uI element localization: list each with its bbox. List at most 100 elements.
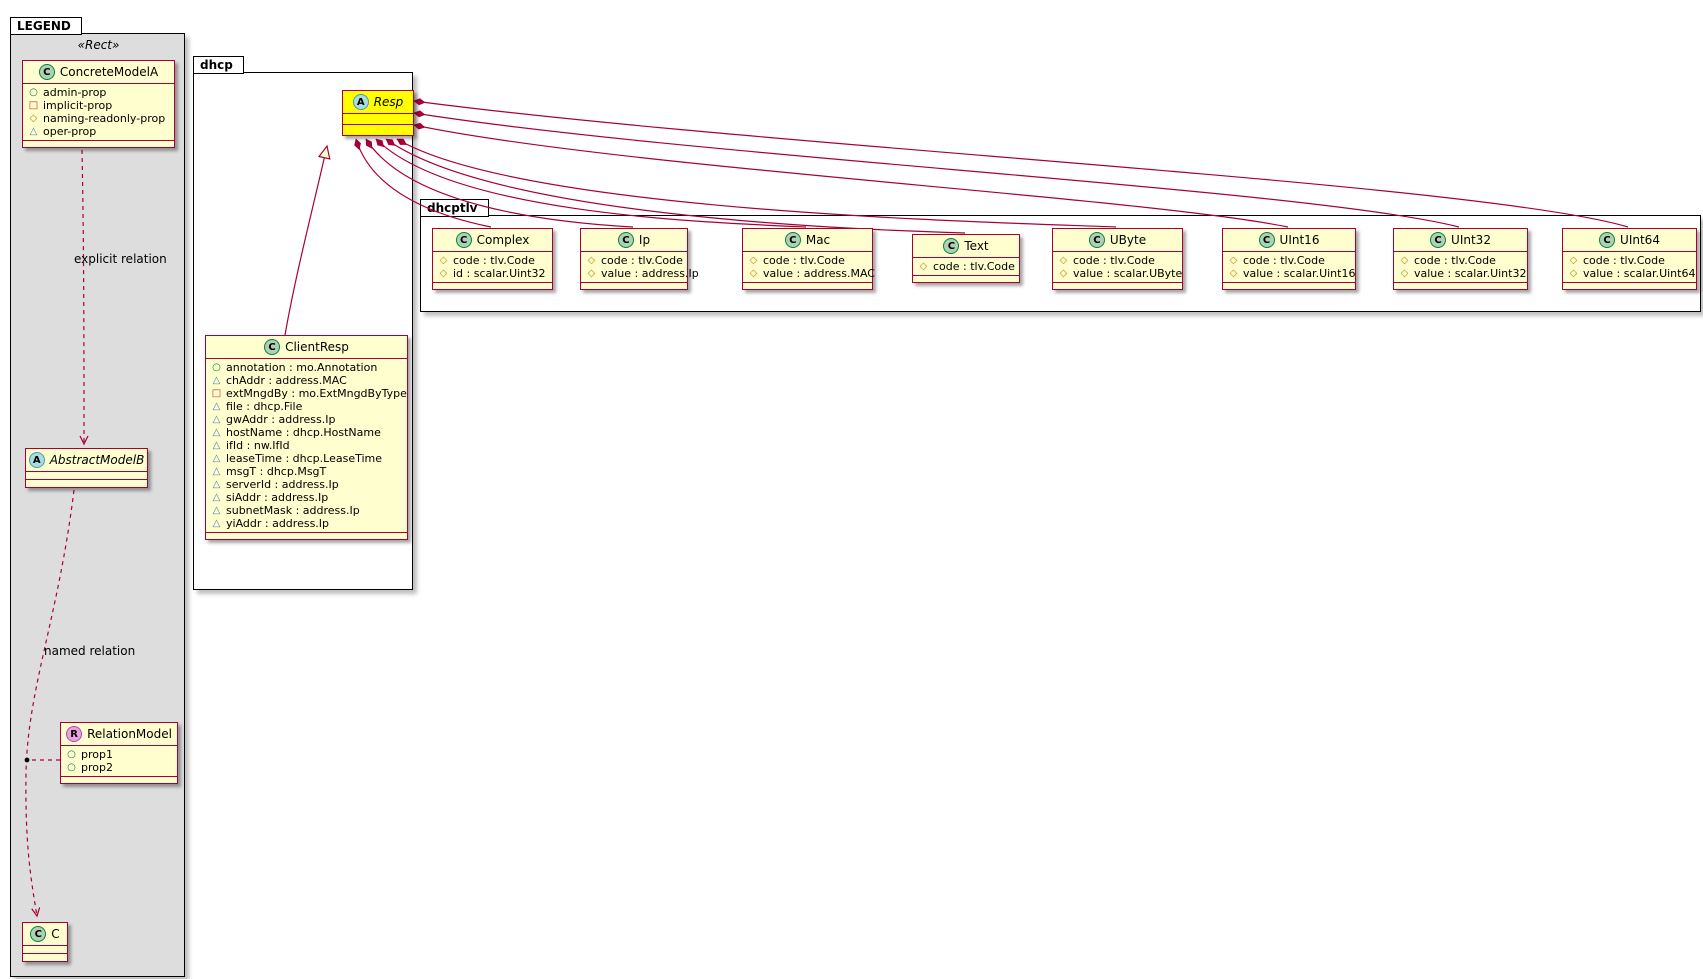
methods-section	[23, 953, 67, 961]
attribute-row: annotation : mo.Annotation	[211, 361, 402, 374]
attribute-text: prop2	[81, 761, 113, 774]
diamond-icon	[586, 254, 597, 267]
diamond-icon	[1399, 267, 1410, 280]
attribute-row: code : tlv.Code	[586, 254, 683, 267]
diamond-icon	[1228, 267, 1239, 280]
class-header: C Mac	[743, 229, 872, 251]
class-a-icon: A	[352, 94, 369, 110]
class-complex: C Complex code : tlv.Code id : scalar.Ui…	[432, 228, 553, 290]
attribute-row: siAddr : address.Ip	[211, 491, 402, 504]
diamond-icon	[438, 254, 449, 267]
class-c-icon: C	[1599, 232, 1616, 248]
attribute-text: yiAddr : address.Ip	[226, 517, 330, 530]
circle-icon	[28, 86, 39, 99]
attribute-row: serverId : address.Ip	[211, 478, 402, 491]
attribute-row: admin-prop	[28, 86, 169, 99]
class-header: R RelationModel	[61, 723, 177, 745]
attribute-row: implicit-prop	[28, 99, 169, 112]
attribute-text: code : tlv.Code	[1243, 254, 1325, 267]
composition-resp-uint32	[413, 110, 1460, 228]
attribute-text: serverId : address.Ip	[226, 478, 339, 491]
triangle-icon	[211, 465, 222, 478]
class-name: Mac	[805, 233, 831, 247]
triangle-icon	[211, 478, 222, 491]
square-icon	[28, 99, 39, 112]
class-c-icon: C	[455, 232, 472, 248]
class-header: C UInt16	[1223, 229, 1355, 251]
circle-icon	[211, 361, 222, 374]
triangle-icon	[211, 452, 222, 465]
class-header: C Ip	[581, 229, 687, 251]
attributes-section: code : tlv.Code value : address.MAC	[743, 251, 875, 282]
attribute-text: code : tlv.Code	[933, 260, 1015, 273]
attribute-row: msgT : dhcp.MsgT	[211, 465, 402, 478]
package-tab-dhcptlv: dhcptlv	[420, 199, 489, 217]
attribute-row: value : scalar.Uint16	[1228, 267, 1355, 280]
methods-section	[743, 282, 872, 289]
class-ubyte: C UByte code : tlv.Code value : scalar.U…	[1052, 228, 1183, 290]
attribute-text: extMngdBy : mo.ExtMngdByType	[226, 387, 407, 400]
class-name: UInt64	[1620, 233, 1660, 247]
attribute-text: implicit-prop	[43, 99, 113, 112]
attributes-section: code : tlv.Code value : scalar.Uint16	[1223, 251, 1355, 282]
class-c-icon: C	[617, 232, 634, 248]
class-r-icon: R	[66, 726, 83, 742]
class-a-icon: A	[28, 452, 45, 468]
attribute-row: yiAddr : address.Ip	[211, 517, 402, 530]
attribute-row: hostName : dhcp.HostName	[211, 426, 402, 439]
class-c-icon: C	[784, 232, 801, 248]
class-name: UInt16	[1279, 233, 1320, 247]
triangle-icon	[28, 125, 39, 138]
attributes-section: admin-prop implicit-prop naming-readonly…	[23, 83, 174, 140]
methods-section	[581, 282, 687, 289]
attribute-text: value : address.MAC	[763, 267, 875, 280]
class-concrete-model-a: C ConcreteModelA admin-prop implicit-pro…	[22, 60, 175, 148]
square-icon	[211, 387, 222, 400]
diamond-icon	[1399, 254, 1410, 267]
class-name: RelationModel	[87, 727, 172, 741]
attributes-section	[26, 471, 147, 479]
triangle-icon	[211, 439, 222, 452]
attributes-section: code : tlv.Code value : scalar.UByte	[1053, 251, 1182, 282]
attribute-row: code : tlv.Code	[1399, 254, 1522, 267]
class-c-icon: C	[30, 926, 47, 942]
class-abstract-model-b: A AbstractModelB	[25, 448, 148, 488]
class-uint32: C UInt32 code : tlv.Code value : scalar.…	[1393, 228, 1528, 290]
triangle-icon	[211, 491, 222, 504]
diamond-icon	[748, 254, 759, 267]
methods-section	[1053, 282, 1182, 289]
attributes-section: code : tlv.Code value : scalar.Uint32	[1394, 251, 1527, 282]
methods-section	[433, 282, 552, 289]
methods-section	[343, 124, 413, 135]
composition-resp-ubyte	[396, 138, 1117, 228]
class-header: A AbstractModelB	[26, 449, 147, 471]
package-tab-dhcp: dhcp	[193, 56, 244, 74]
triangle-icon	[211, 504, 222, 517]
attribute-text: chAddr : address.MAC	[226, 374, 347, 387]
diamond-icon	[1568, 254, 1579, 267]
class-c-icon: C	[264, 339, 281, 355]
class-c-icon: C	[1258, 232, 1275, 248]
attribute-row: ifId : nw.IfId	[211, 439, 402, 452]
attribute-text: code : tlv.Code	[601, 254, 683, 267]
class-header: C ConcreteModelA	[23, 61, 174, 83]
attribute-text: leaseTime : dhcp.LeaseTime	[226, 452, 383, 465]
class-mac: C Mac code : tlv.Code value : address.MA…	[742, 228, 875, 290]
class-client-resp: C ClientResp annotation : mo.Annotation …	[205, 335, 408, 540]
attribute-row: chAddr : address.MAC	[211, 374, 402, 387]
attribute-text: value : scalar.UByte	[1073, 267, 1183, 280]
attribute-row: extMngdBy : mo.ExtMngdByType	[211, 387, 407, 400]
class-header: C UInt64	[1563, 229, 1696, 251]
label-explicit-relation: explicit relation	[74, 252, 167, 266]
attribute-text: code : tlv.Code	[453, 254, 535, 267]
attribute-row: id : scalar.Uint32	[438, 267, 547, 280]
diamond-icon	[438, 267, 449, 280]
triangle-icon	[211, 374, 222, 387]
attributes-section	[343, 113, 413, 124]
attribute-row: value : address.Ip	[586, 267, 699, 280]
attribute-text: msgT : dhcp.MsgT	[226, 465, 327, 478]
diamond-icon	[586, 267, 597, 280]
attribute-row: code : tlv.Code	[1568, 254, 1691, 267]
class-header: A Resp	[343, 91, 413, 113]
